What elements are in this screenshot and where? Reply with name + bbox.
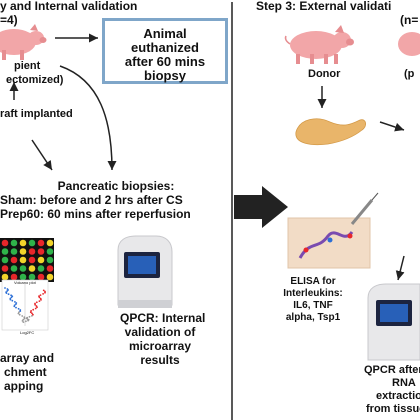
qpcr-external-line4: from tissue (366, 403, 420, 415)
euthanized-line1: Animal (143, 26, 187, 41)
arrow-to-biopsies (59, 65, 117, 171)
qpcr-external-line3: extraction (376, 390, 420, 402)
qpcr-machine-icon (367, 283, 420, 361)
elisa-line1: ELISA for (290, 276, 336, 287)
euthanized-box: Animal euthanized after 60 mins biopsy (102, 18, 228, 84)
volcano-xlabel: Log2FC (20, 330, 35, 335)
qpcr-internal-line1: QPCR: Internal (120, 311, 206, 325)
right-header: Step 3: External validati (256, 0, 392, 13)
pancreas-icon (295, 118, 366, 146)
microarray-line1: array and (0, 351, 55, 365)
heatmap-icon (0, 238, 54, 282)
pig-icon (0, 24, 47, 60)
biopsies-title: Pancreatic biopsies: (57, 179, 175, 193)
recipient-partial-label: (p (404, 68, 415, 80)
elisa-plate-icon (287, 217, 371, 269)
pig-icon (398, 32, 420, 56)
qpcr-external-line2: RNA (392, 377, 416, 389)
qpcr-external-line1: QPCR after (364, 364, 420, 376)
arrow-graft-to-biopsies (31, 139, 53, 171)
graft-label: raft implanted (0, 108, 73, 120)
microarray-line2: chment (4, 365, 47, 379)
elisa-line4: alpha, Tsp1 (285, 312, 341, 323)
volcano-title: Volcano plot (14, 280, 36, 285)
big-arrow-icon (234, 186, 288, 228)
microarray-line3: apping (4, 379, 44, 393)
arrow-pancreas-out (379, 121, 405, 132)
biopsies-line2: Prep60: 60 mins after reperfusion (0, 207, 191, 221)
euthanized-line4: biopsy (144, 68, 186, 83)
euthanized-line2: euthanized (131, 40, 199, 55)
syringe-icon (350, 192, 379, 225)
pig-icon (284, 25, 354, 64)
elisa-line3: IL6, TNF (293, 300, 333, 311)
qpcr-internal-line4: results (140, 353, 180, 367)
left-header: y and Internal validation (0, 0, 138, 13)
qpcr-internal-line3: microarray (128, 339, 192, 353)
arrow-to-qpcr-external (395, 255, 405, 281)
biopsies-line1: Sham: before and 2 hrs after CS (0, 193, 183, 207)
qpcr-internal-line2: validation of (124, 325, 196, 339)
recipient-label-line1: pient (14, 60, 41, 72)
left-header-count: =4) (0, 13, 18, 27)
donor-label: Donor (308, 68, 341, 80)
elisa-line2: Interleukins: (283, 288, 343, 299)
recipient-label-line2: ectomized) (6, 74, 64, 86)
euthanized-line3: after 60 mins (124, 54, 206, 69)
right-header-count: (n= (400, 13, 419, 27)
qpcr-machine-icon (117, 235, 173, 308)
volcano-plot-icon (1, 279, 49, 331)
